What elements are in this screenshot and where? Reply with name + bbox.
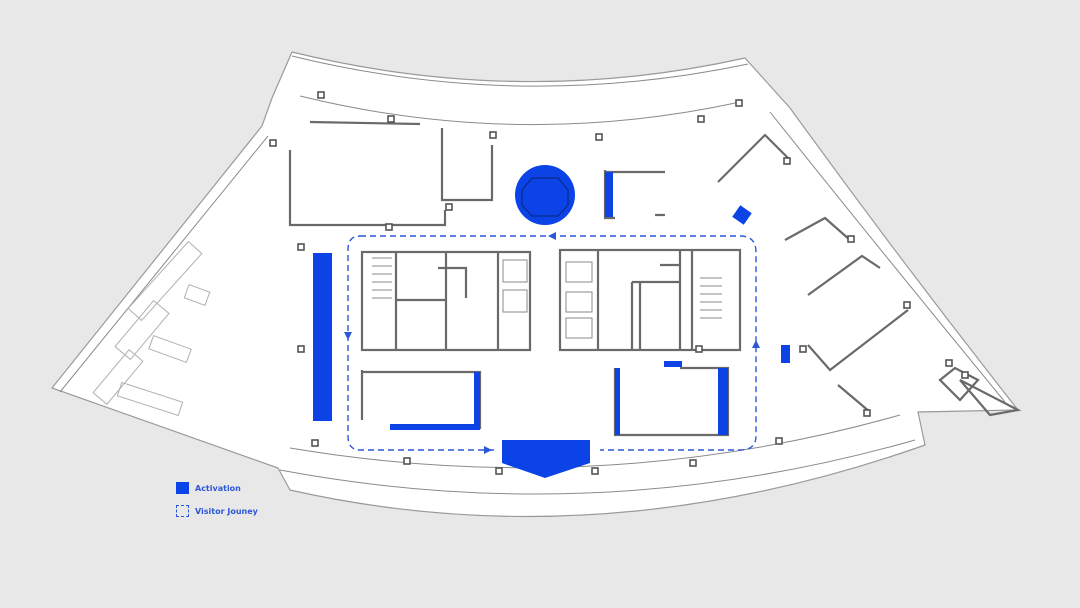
legend-activation: Activation [176,482,241,494]
legend-journey-label: Visitor Jouney [195,506,258,516]
activation-south-right-top [664,361,682,367]
activation-north-box [605,172,613,217]
activation-east-small [781,345,790,363]
journey-arrow-north [548,232,556,240]
columns [269,91,969,475]
room-north-wall [309,120,421,126]
inner-curve-north [299,95,741,126]
rotunda-inner [521,177,569,217]
east-wall-line [769,111,1006,403]
west-furniture [92,240,211,417]
west-wall-line [59,135,269,393]
activation-areas [313,165,790,478]
activation-south-left [390,424,480,430]
legend-activation-swatch [176,482,189,494]
visitor-journey [344,232,760,454]
inner-curve-north-2 [291,55,749,87]
activation-entrance [502,440,590,478]
building-outline [51,51,1020,518]
room-east-3 [807,254,881,296]
journey-arrow-west [344,332,352,340]
inner-curve-south-2 [279,439,916,495]
room-north-box [440,128,494,202]
activation-west-strip [313,253,332,421]
core-right [558,248,742,352]
core-left [360,250,532,352]
room-upper-left [288,150,447,227]
room-east-4 [807,309,909,372]
activation-south-right-left [615,368,620,435]
room-east-5 [837,384,871,413]
room-east-1 [717,133,791,183]
journey-arrow-south [484,446,492,454]
activation-south-right-right [718,368,728,435]
legend-journey: Visitor Jouney [176,505,258,517]
stair-east [938,366,1022,417]
journey-arrow-east [752,340,760,348]
room-east-2 [784,216,851,241]
inner-curve-south [289,414,901,469]
legend-journey-swatch [176,505,189,517]
activation-east-diamond [732,205,752,225]
legend-activation-label: Activation [195,483,241,493]
activation-south-left-side [474,372,480,430]
